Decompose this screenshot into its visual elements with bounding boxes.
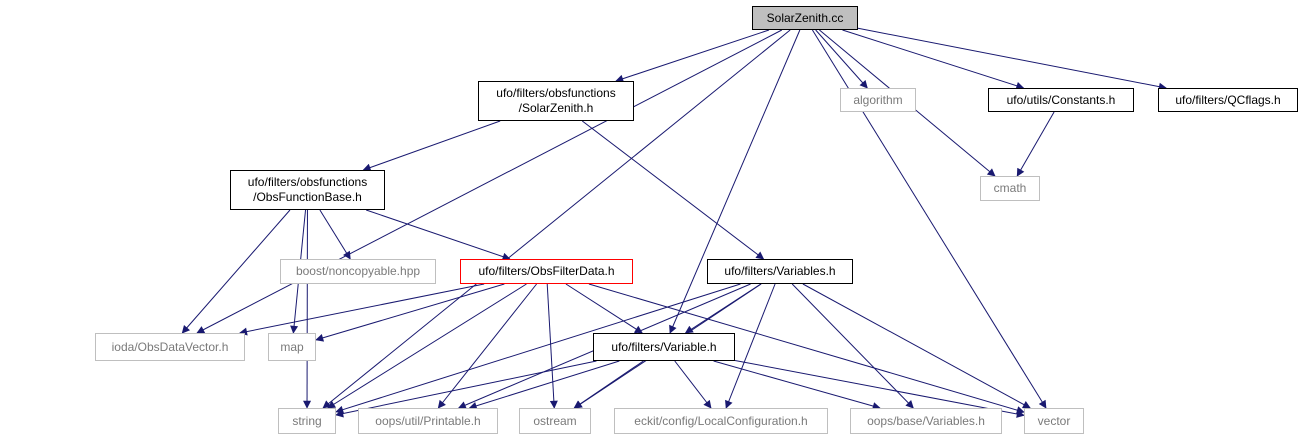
edge-variables_h-to-vector bbox=[802, 283, 1031, 409]
edge-solarzenith_cc-to-solarzenith_h bbox=[615, 29, 770, 83]
node-label-line-2: /SolarZenith.h bbox=[518, 101, 594, 115]
edge-variable_h-to-ostream bbox=[573, 360, 644, 409]
edge-variables_h-to-string bbox=[335, 283, 741, 414]
node-label-line-2: /ObsFunctionBase.h bbox=[253, 190, 362, 204]
node-map: map bbox=[268, 333, 316, 361]
edge-obsfilterdata_h-to-printable_h bbox=[437, 283, 537, 409]
node-label: ioda/ObsDataVector.h bbox=[111, 339, 229, 354]
node-label: string bbox=[292, 413, 322, 428]
node-filters-qcflags-h[interactable]: ufo/filters/QCflags.h bbox=[1158, 88, 1298, 112]
node-ioda-obsdatavector-h: ioda/ObsDataVector.h bbox=[95, 333, 245, 361]
node-label-line-1: ufo/filters/obsfunctions bbox=[247, 175, 368, 189]
node-label: SolarZenith.cc bbox=[766, 10, 844, 25]
edge-variable_h-to-printable_h bbox=[468, 360, 620, 410]
node-oops-util-printable-h: oops/util/Printable.h bbox=[358, 408, 498, 434]
node-oops-base-variables-h: oops/base/Variables.h bbox=[850, 408, 1002, 434]
edge-solarzenith_cc-to-algorithm bbox=[815, 29, 868, 89]
edge-constants_h-to-cmath bbox=[1016, 111, 1055, 177]
edge-solarzenith_cc-to-variable_h bbox=[669, 29, 801, 334]
edge-variables_h-to-localconfiguration_h bbox=[725, 283, 776, 409]
node-label: ostream bbox=[533, 413, 577, 428]
edge-variable_h-to-string bbox=[335, 360, 597, 418]
node-label: ufo/filters/ObsFilterData.h bbox=[478, 264, 615, 278]
edge-solarzenith_h-to-obsfunctionbase_h bbox=[362, 120, 501, 172]
node-obsfunctions-obsfunctionbase-h[interactable]: ufo/filters/obsfunctions /ObsFunctionBas… bbox=[230, 170, 385, 210]
edge-obsfilterdata_h-to-vector bbox=[588, 283, 1025, 414]
node-string: string bbox=[278, 408, 336, 434]
node-obsfunctions-solarzenith-h[interactable]: ufo/filters/obsfunctions /SolarZenith.h bbox=[478, 81, 634, 121]
node-boost-noncopyable-hpp: boost/noncopyable.hpp bbox=[280, 259, 436, 284]
node-ostream: ostream bbox=[519, 408, 591, 434]
node-label: algorithm bbox=[853, 92, 903, 107]
edge-solarzenith_cc-to-qcflags_h bbox=[857, 27, 1167, 91]
edge-obsfilterdata_h-to-variable_h bbox=[565, 283, 643, 334]
edge-solarzenith_h-to-variables_h bbox=[581, 120, 765, 260]
node-label: ufo/filters/Variables.h bbox=[724, 264, 836, 278]
edge-obsfilterdata_h-to-ostream bbox=[546, 283, 558, 409]
edge-obsfunctionbase_h-to-boost_noncopyable bbox=[319, 209, 351, 260]
node-label: vector bbox=[1037, 413, 1071, 428]
node-vector: vector bbox=[1024, 408, 1084, 434]
node-label: boost/noncopyable.hpp bbox=[295, 264, 421, 278]
node-label: oops/base/Variables.h bbox=[867, 413, 985, 428]
edge-obsfunctionbase_h-to-obsdatavector_h bbox=[181, 209, 291, 334]
edge-variables_h-to-oops_variables_h bbox=[791, 283, 914, 409]
edge-obsfilterdata_h-to-obsdatavector_h bbox=[239, 283, 485, 336]
edge-obsfilterdata_h-to-string bbox=[327, 283, 527, 409]
node-label: ufo/filters/Variable.h bbox=[611, 339, 717, 354]
edge-solarzenith_cc-to-vector bbox=[811, 29, 1047, 409]
edge-variable_h-to-oops_variables_h bbox=[713, 360, 881, 410]
edge-variable_h-to-localconfiguration_h bbox=[674, 360, 712, 409]
edge-solarzenith_cc-to-string bbox=[322, 29, 791, 409]
node-filters-variables-h[interactable]: ufo/filters/Variables.h bbox=[707, 259, 853, 284]
node-solarzenith-cc[interactable]: SolarZenith.cc bbox=[752, 6, 858, 30]
node-filters-obsfilterdata-h[interactable]: ufo/filters/ObsFilterData.h bbox=[460, 259, 633, 284]
edge-obsfunctionbase_h-to-obsfilterdata_h bbox=[365, 209, 511, 261]
node-cmath: cmath bbox=[980, 176, 1040, 201]
node-label: eckit/config/LocalConfiguration.h bbox=[634, 413, 808, 428]
node-utils-constants-h[interactable]: ufo/utils/Constants.h bbox=[988, 88, 1134, 112]
node-eckit-localconfiguration-h: eckit/config/LocalConfiguration.h bbox=[614, 408, 828, 434]
node-label: map bbox=[280, 339, 304, 354]
edge-variable_h-to-vector bbox=[734, 359, 1025, 418]
edge-obsfilterdata_h-to-map bbox=[315, 283, 505, 342]
node-algorithm: algorithm bbox=[840, 88, 916, 112]
node-label: ufo/filters/QCflags.h bbox=[1175, 92, 1281, 107]
node-label: oops/util/Printable.h bbox=[375, 413, 481, 428]
node-filters-variable-h[interactable]: ufo/filters/Variable.h bbox=[593, 333, 735, 361]
node-label: ufo/utils/Constants.h bbox=[1006, 92, 1116, 107]
node-label-line-1: ufo/filters/obsfunctions bbox=[496, 86, 616, 100]
node-label: cmath bbox=[993, 181, 1027, 195]
edge-solarzenith_cc-to-constants_h bbox=[842, 29, 1025, 90]
